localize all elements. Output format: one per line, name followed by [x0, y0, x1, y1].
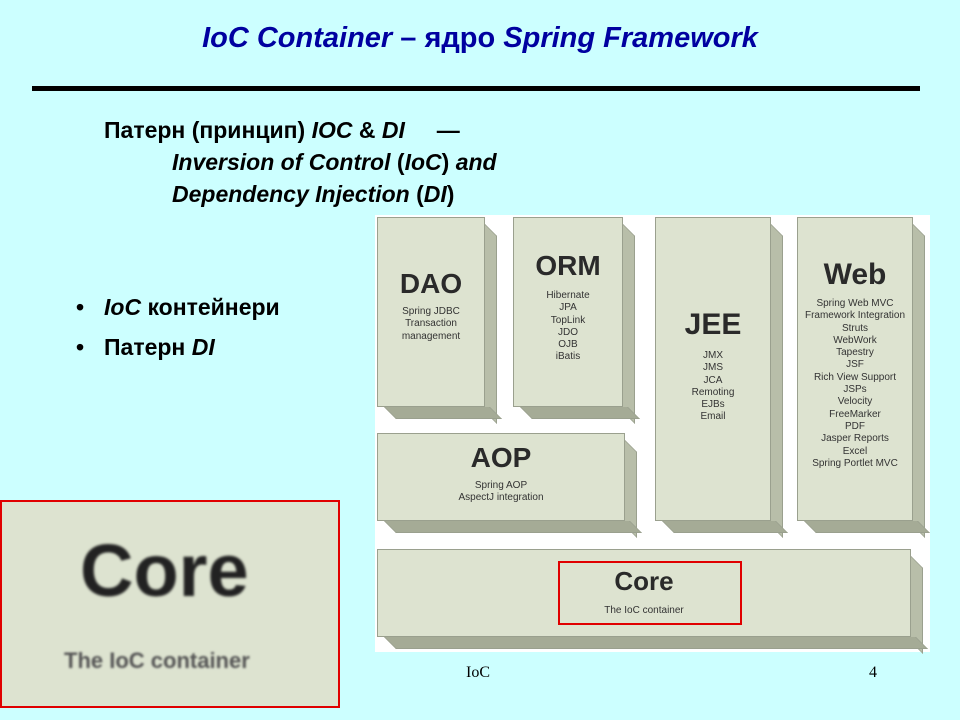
- zoom-core-subtitle: The IoC container: [64, 648, 250, 673]
- bullet-ioc-containers: •IoC контейнери: [76, 294, 280, 320]
- web-module: Web Spring Web MVC Framework Integration…: [797, 217, 930, 538]
- title-spring: Spring Framework: [503, 22, 758, 54]
- spring-architecture-diagram: DAO Spring JDBC Transaction management O…: [375, 215, 930, 654]
- orm-module: ORM Hibernate JPA TopLink JDO OJB iBatis: [513, 217, 640, 424]
- dao-module: DAO Spring JDBC Transaction management: [377, 217, 502, 424]
- intro-line-3: Dependency Injection (DI): [172, 181, 455, 207]
- page-number: 4: [869, 664, 877, 681]
- orm-title: ORM: [535, 250, 601, 281]
- intro-text: Патерн (принцип) IOC & DI — Inversion of…: [104, 114, 497, 210]
- jee-module: JEE JMX JMS JCA Remoting EJBs Email: [655, 217, 788, 538]
- zoom-core-title: Core: [80, 529, 249, 612]
- title-ioc: IoC Container: [202, 22, 393, 54]
- title-dash: – ядро: [392, 22, 504, 54]
- core-title: Core: [614, 566, 674, 596]
- web-title: Web: [823, 258, 887, 291]
- title-divider: [32, 86, 920, 91]
- dao-title: DAO: [399, 268, 463, 299]
- core-module: Core The IoC container: [377, 549, 928, 654]
- bullet-di-pattern: •Патерн DI: [76, 334, 215, 360]
- bullet-list: •IoC контейнери •Патерн DI: [76, 290, 280, 370]
- aop-module: AOP Spring AOP AspectJ integration: [377, 433, 642, 538]
- intro-line-2: Inversion of Control (IoC) and: [172, 149, 497, 175]
- core-highlight-frame: [558, 561, 742, 625]
- footer-label: IoC: [466, 664, 490, 681]
- intro-line-1: Патерн (принцип) IOC & DI —: [104, 117, 460, 143]
- core-zoom-callout: Core The IoC container: [0, 500, 340, 708]
- jee-title: JEE: [684, 308, 742, 341]
- slide-title: IoC Container – ядро Spring Framework: [0, 22, 960, 55]
- aop-title: AOP: [470, 442, 532, 473]
